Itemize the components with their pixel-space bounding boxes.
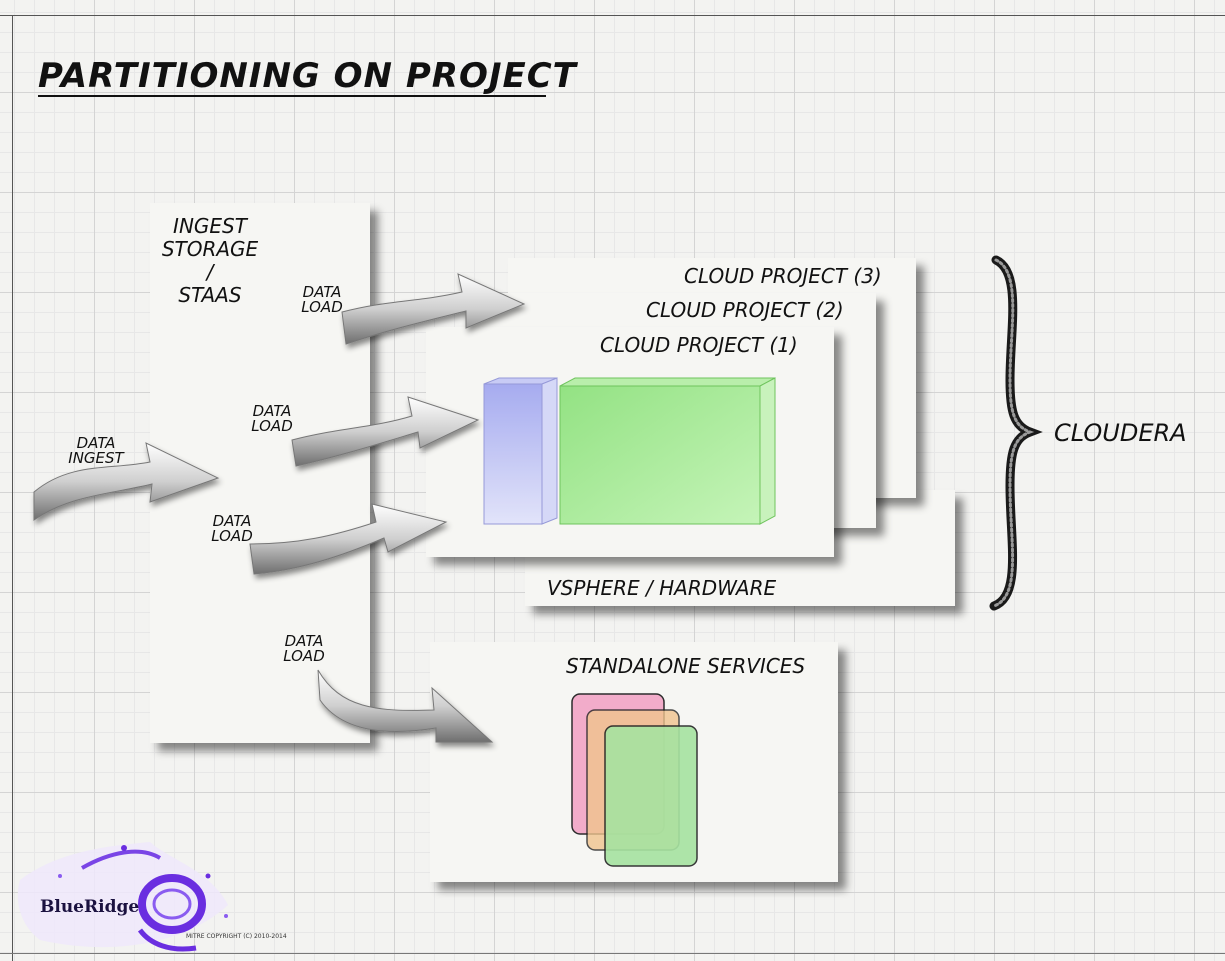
standalone-services-label: STANDALONE SERVICES <box>566 654 806 678</box>
cloud-project-3-label: CLOUD PROJECT (3) <box>684 264 882 288</box>
data-ingest-line2: INGEST <box>68 449 124 467</box>
frame-bottom-border <box>0 953 1225 954</box>
data-load-1-line2: LOAD <box>301 298 343 316</box>
cloud-project-2-label: CLOUD PROJECT (2) <box>646 298 844 322</box>
data-load-3-line1: DATA <box>212 512 252 530</box>
service-cards <box>571 693 698 867</box>
data-load-arrow-4 <box>317 669 494 743</box>
data-ingest-line1: DATA <box>76 434 116 452</box>
vsphere-hardware-label: VSPHERE / HARDWARE <box>547 576 777 600</box>
frame-left-border <box>12 15 13 961</box>
data-ingest-arrow <box>33 442 220 521</box>
service-card-green <box>604 725 698 867</box>
data-load-arrow-1 <box>341 273 526 345</box>
data-load-label-3: DATA LOAD <box>200 514 264 544</box>
frame-top-border <box>0 15 1225 16</box>
page-title: PARTITIONING ON PROJECT <box>38 56 577 96</box>
data-load-label-2: DATA LOAD <box>240 404 304 434</box>
cloud-project-1-label: CLOUD PROJECT (1) <box>600 333 798 357</box>
data-load-2-line2: LOAD <box>251 417 293 435</box>
title-underline <box>38 95 546 97</box>
data-load-4-line1: DATA <box>284 632 324 650</box>
data-load-arrow-3 <box>249 503 448 575</box>
ingest-storage-line1: INGEST <box>173 214 247 238</box>
data-load-label-1: DATA LOAD <box>290 285 354 315</box>
data-load-arrow-2 <box>291 396 480 467</box>
ingest-storage-line3: / <box>206 260 214 284</box>
green-3d-box <box>559 377 776 525</box>
data-load-4-line2: LOAD <box>283 647 325 665</box>
data-load-label-4: DATA LOAD <box>272 634 336 664</box>
data-load-2-line1: DATA <box>252 402 292 420</box>
cloudera-label: CLOUDERA <box>1054 419 1187 447</box>
data-ingest-label: DATA INGEST <box>58 436 134 466</box>
ingest-storage-label: INGEST STORAGE / STAAS <box>160 215 260 307</box>
data-load-3-line2: LOAD <box>211 527 253 545</box>
ingest-storage-line4: STAAS <box>178 283 242 307</box>
blueridge-logo: BlueRidge <box>17 842 228 952</box>
ingest-storage-line2: STORAGE <box>161 237 259 261</box>
logo-text: BlueRidge <box>40 897 139 917</box>
data-load-1-line1: DATA <box>302 283 342 301</box>
blue-3d-box <box>483 377 558 525</box>
copyright-text: MITRE COPYRIGHT (C) 2010-2014 <box>186 933 287 940</box>
